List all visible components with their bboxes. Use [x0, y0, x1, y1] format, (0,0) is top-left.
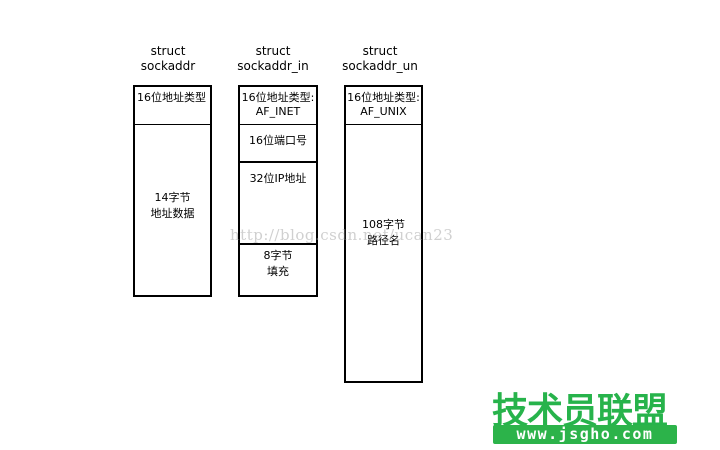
sockaddr-in-port-field: 16位端口号 [240, 125, 316, 163]
family-value: AF_UNIX [360, 105, 407, 118]
sockaddr-un-path-field: 108字节 路径名 [346, 218, 421, 248]
family-value: AF_INET [255, 105, 301, 118]
path-size-label: 108字节 [362, 218, 405, 231]
family-label: 16位地址类型: [241, 91, 315, 104]
sockaddr-box: 16位地址类型 14字节 地址数据 [133, 85, 212, 297]
padding-label: 填充 [267, 265, 289, 278]
struct-keyword: struct [362, 44, 398, 58]
family-label: 16位地址类型 [137, 91, 206, 104]
struct-name: sockaddr_in [237, 59, 309, 73]
sockaddr-un-box: 16位地址类型: AF_UNIX 108字节 路径名 [344, 85, 423, 383]
blog-watermark: http://blog.csdn.net/ucan23 [230, 226, 454, 244]
struct-sockaddr-title: struct sockaddr [128, 44, 208, 74]
sockaddr-in-addr-field: 32位IP地址 [240, 163, 316, 245]
sockaddr-in-box: 16位地址类型: AF_INET 16位端口号 32位IP地址 8字节 填充 [238, 85, 318, 297]
path-label: 路径名 [367, 234, 400, 247]
site-logo-bar [493, 425, 677, 444]
sockaddr-data-field: 14字节 地址数据 [135, 191, 210, 221]
port-label: 16位端口号 [249, 134, 307, 147]
sockaddr-in-padding-field: 8字节 填充 [240, 247, 316, 279]
family-label: 16位地址类型: [347, 91, 420, 104]
site-logo-url: www.jsgho.com [516, 425, 654, 443]
struct-name: sockaddr [140, 59, 196, 73]
struct-sockaddr-in-title: struct sockaddr_in [226, 44, 320, 74]
ip-addr-label: 32位IP地址 [249, 172, 307, 185]
data-size-label: 14字节 [154, 191, 191, 204]
struct-keyword: struct [150, 44, 186, 58]
data-label: 地址数据 [150, 207, 195, 220]
sockaddr-family-field: 16位地址类型 [135, 87, 210, 125]
struct-sockaddr-un-title: struct sockaddr_un [333, 44, 427, 74]
padding-size-label: 8字节 [263, 249, 293, 262]
struct-name: sockaddr_un [342, 59, 418, 73]
struct-keyword: struct [255, 44, 291, 58]
sockaddr-un-family-field: 16位地址类型: AF_UNIX [346, 87, 421, 125]
sockaddr-in-family-field: 16位地址类型: AF_INET [240, 87, 316, 125]
